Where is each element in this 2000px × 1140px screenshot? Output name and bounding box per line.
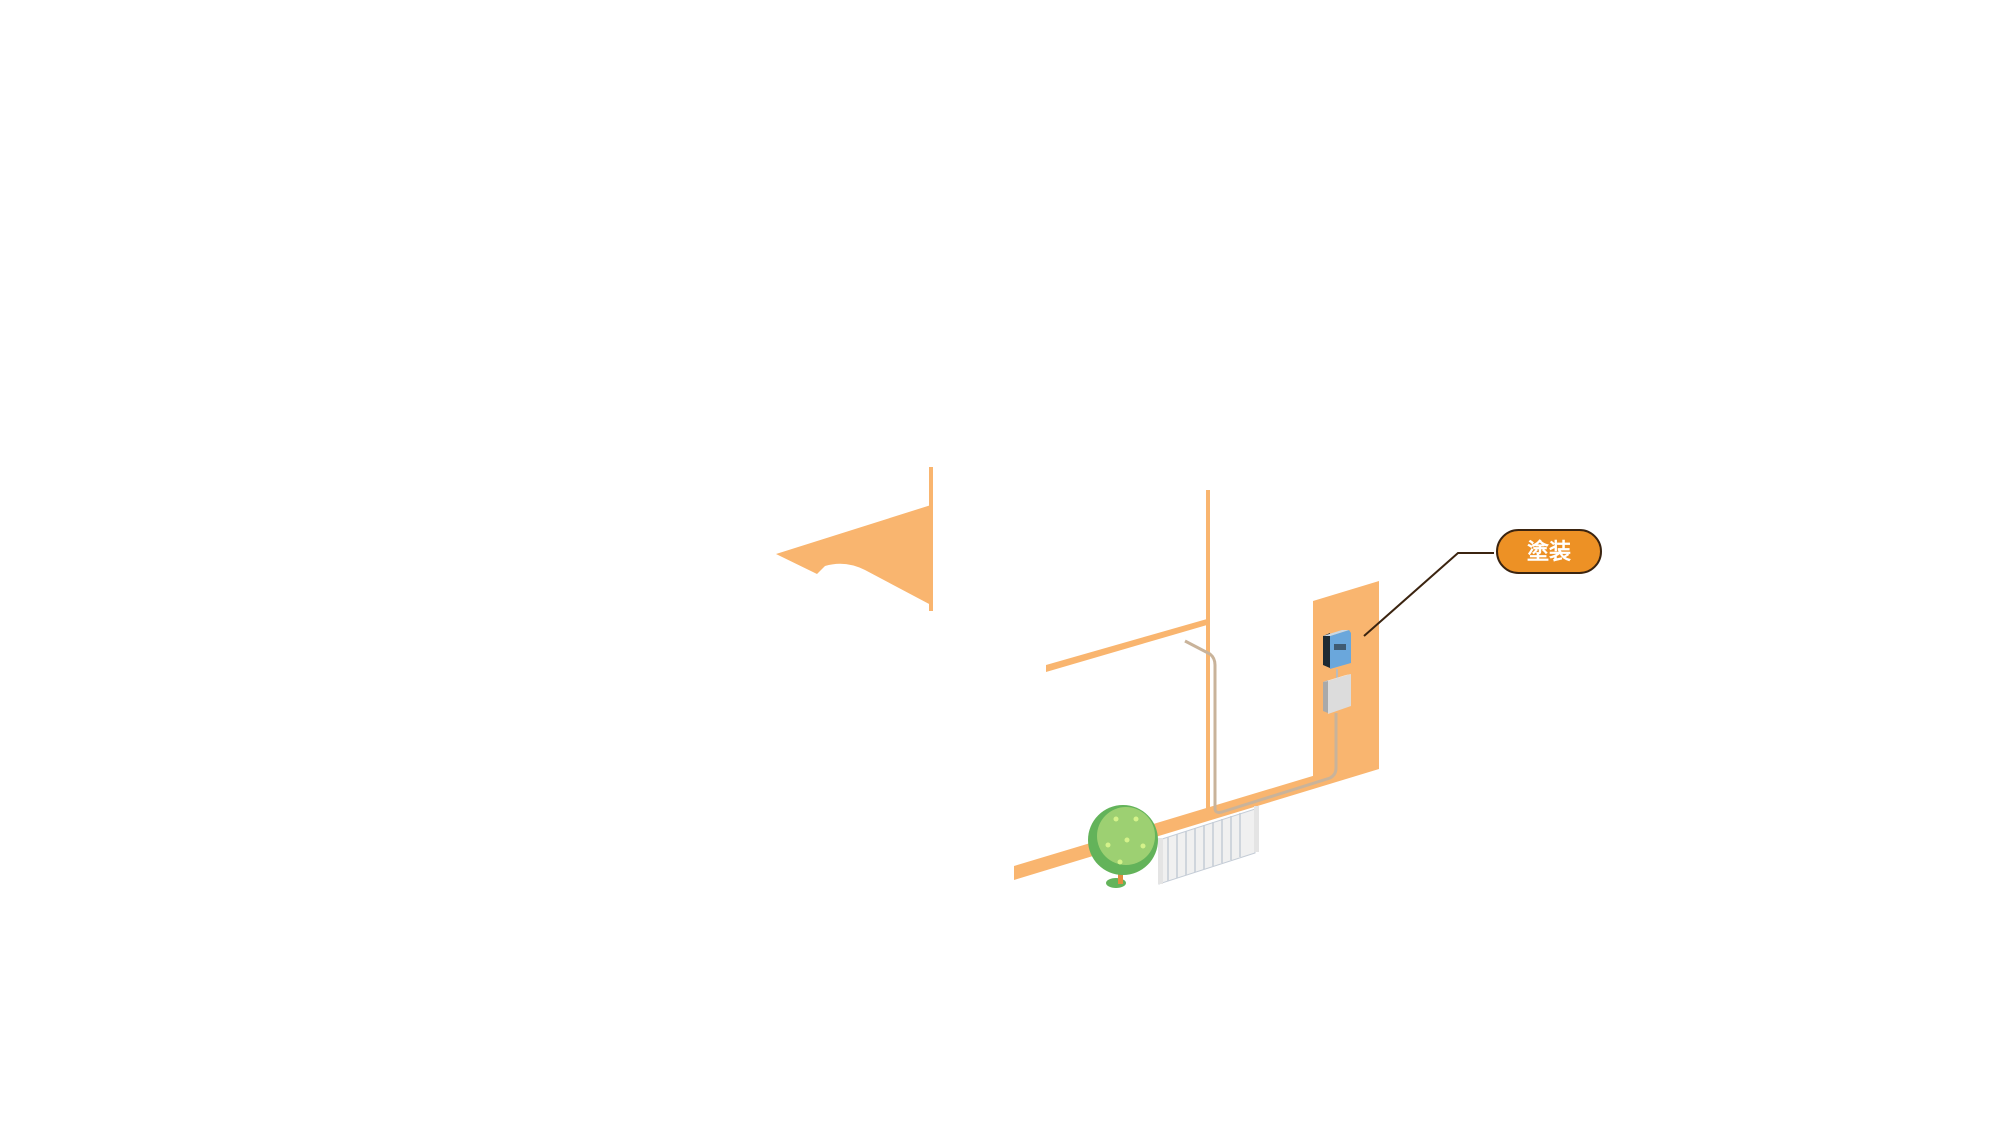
- tree: [1088, 805, 1158, 888]
- pipe: [1184, 639, 1338, 814]
- wall-diagonal-line: [1046, 619, 1207, 672]
- roof-eave-shape: [776, 505, 931, 605]
- wall-edge-left: [929, 467, 933, 611]
- blue-meter-box: [1323, 630, 1351, 669]
- fence: [1158, 806, 1259, 885]
- gray-control-box: [1323, 674, 1351, 714]
- painting-callout[interactable]: 塗装: [1496, 529, 1602, 574]
- callout-label: 塗装: [1527, 539, 1571, 565]
- callout-leader-line: [1363, 552, 1494, 637]
